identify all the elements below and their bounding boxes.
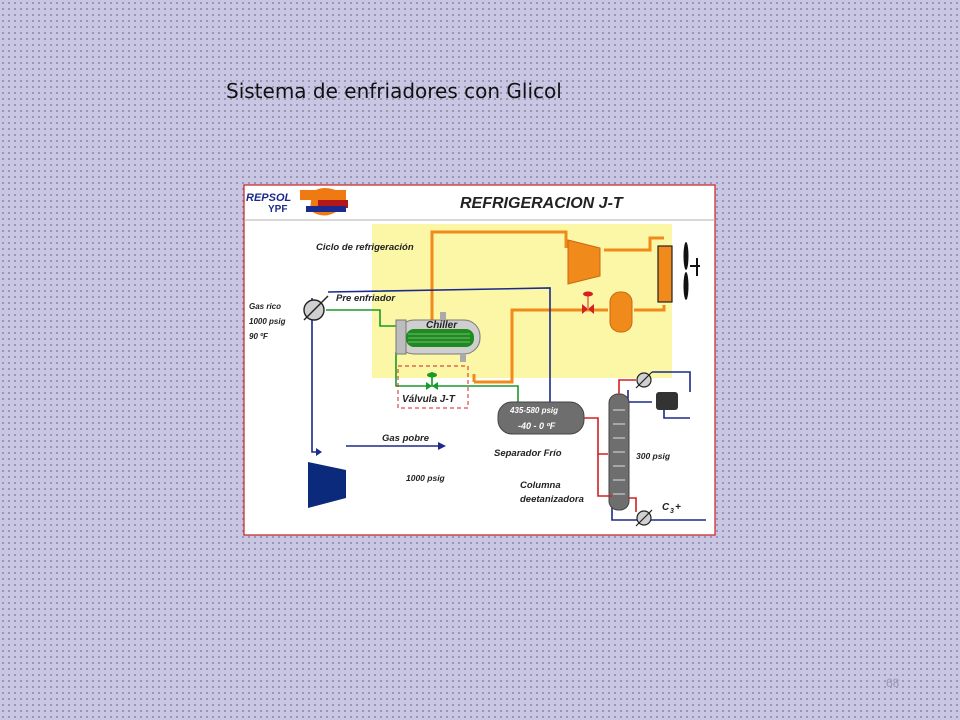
label-lean-gas-pressure: 1000 psig (406, 473, 446, 483)
label-chiller: Chiller (426, 320, 458, 331)
logo-text-repsol: REPSOL (246, 192, 292, 204)
label-rich-gas-temperature: 90 ºF (249, 332, 269, 341)
label-pre-cooler: Pre enfriador (336, 293, 396, 304)
jt-valve-box (397, 365, 469, 409)
chiller (395, 312, 481, 362)
slide-title: Sistema de enfriadores con Glicol (226, 79, 562, 103)
logo-text-ypf: YPF (268, 204, 287, 215)
reboiler (635, 509, 653, 527)
label-cold-separator: Separador Frío (494, 448, 562, 459)
refrigerant-condenser (657, 245, 673, 303)
refrigerant-lines (430, 230, 666, 384)
label-separator-pressure: 435-580 psig (509, 406, 558, 415)
condenser-fan-icon (683, 242, 700, 300)
diagram-title: REFRIGERACION J-T (460, 195, 624, 212)
label-column-line2: deetanizadora (520, 494, 584, 505)
lean-gas-compressor (308, 462, 346, 508)
pre-cooler (303, 295, 329, 321)
label-c3-suffix: + (675, 502, 681, 513)
label-separator-temperature: -40 - 0 ºF (518, 421, 556, 431)
label-c3-sub: 3 (670, 508, 674, 515)
label-jt-valve: Válvula J-T (402, 394, 456, 405)
jt-valve-icon (426, 372, 438, 390)
label-c3-main: C (662, 502, 670, 513)
label-refrigeration-cycle: Ciclo de refrigeración (316, 242, 414, 253)
refrigerant-receiver (582, 291, 633, 333)
label-lean-gas: Gas pobre (382, 433, 430, 444)
overhead-condenser (635, 371, 653, 389)
label-rich-gas-pressure: 1000 psig (249, 317, 286, 326)
hot-lines (584, 379, 637, 512)
page-number: 68 (886, 676, 900, 690)
label-rich-gas: Gas rico (249, 302, 281, 311)
refrigerant-compressor (567, 239, 601, 285)
deethanizer-column (608, 393, 630, 511)
repsol-ypf-logo: REPSOL YPF (246, 188, 348, 216)
label-column-line1: Columna (520, 480, 561, 491)
label-c3-plus: C 3 + (662, 502, 681, 515)
label-column-pressure: 300 psig (636, 451, 671, 461)
reflux-drum (656, 392, 678, 410)
